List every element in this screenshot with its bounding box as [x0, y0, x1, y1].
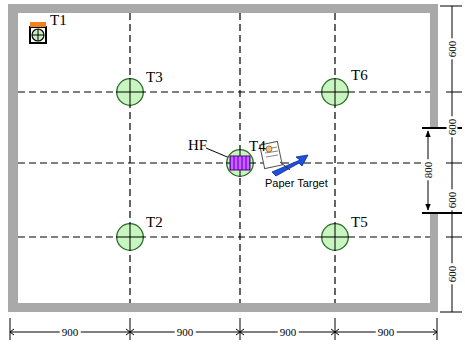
tripod-label: T4 [249, 139, 266, 154]
tripod-label: T5 [351, 215, 368, 230]
paper-target-icon [260, 141, 308, 176]
dimension-text: 900 [175, 327, 196, 338]
dimension-line [10, 318, 437, 340]
tripod-node: T5 [321, 223, 349, 251]
node-shape [116, 78, 144, 106]
tripod-label: T2 [146, 215, 163, 230]
dimension-text: 900 [376, 327, 397, 338]
dimension-line [440, 6, 462, 312]
dimension-text: 900 [278, 327, 299, 338]
grid-lines [18, 13, 430, 303]
tripod-label: T6 [351, 68, 368, 83]
tripod-node: T4 [226, 149, 254, 177]
tripod-label: T1 [50, 13, 67, 28]
node-shape [321, 223, 349, 251]
dimension-text: 600 [447, 264, 458, 285]
dimension-text: 800 [423, 160, 434, 181]
sensor-node: T1 [29, 26, 47, 44]
part-label: Paper Target [265, 178, 328, 189]
floor [18, 13, 430, 303]
dimension-text: 600 [447, 117, 458, 138]
tripod-node: T2 [116, 223, 144, 251]
part-label: HF [188, 138, 207, 153]
wall [8, 4, 438, 312]
node-shape [116, 223, 144, 251]
node-shape [29, 26, 47, 44]
dimension-text: 900 [60, 327, 81, 338]
dimension-text: 600 [447, 39, 458, 60]
dimension-text: 600 [447, 190, 458, 211]
node-shape [321, 78, 349, 106]
tripod-label: T3 [146, 70, 163, 85]
tripod-node: T3 [116, 78, 144, 106]
tripod-node: T6 [321, 78, 349, 106]
door-line [422, 212, 462, 214]
